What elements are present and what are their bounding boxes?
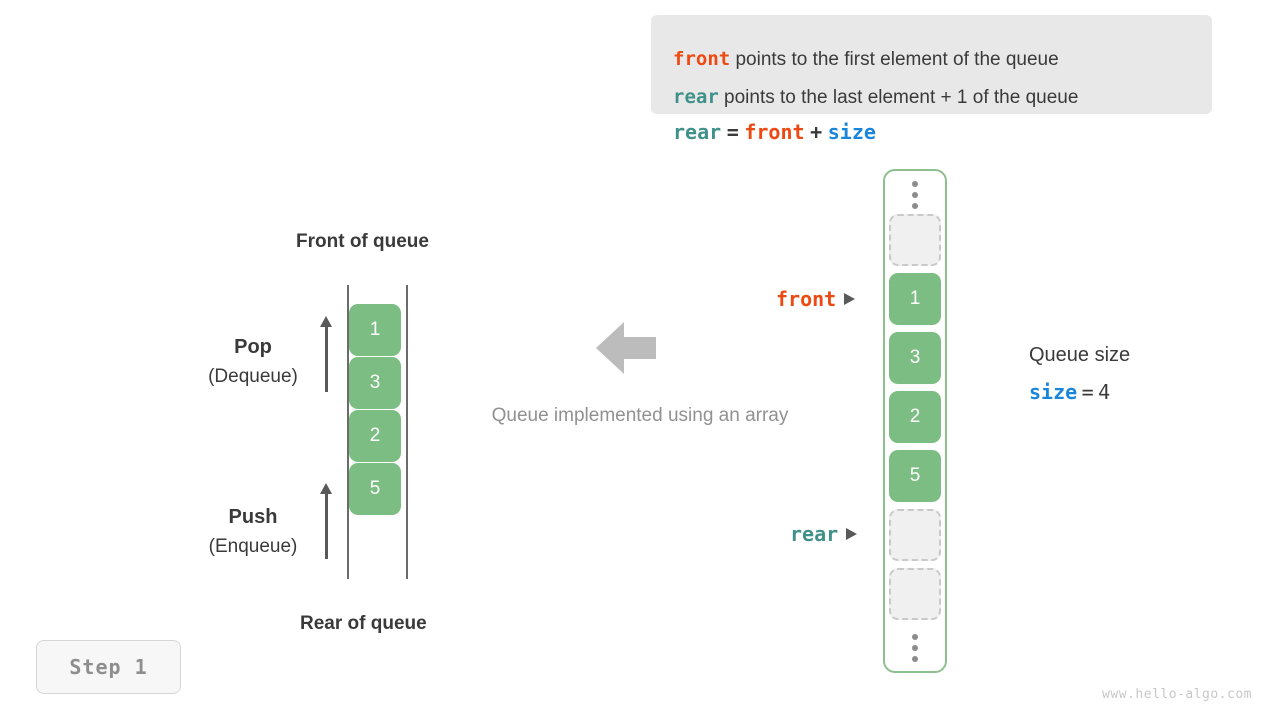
size-value: 4 [1098,380,1111,404]
front-of-queue-title: Front of queue [296,231,429,252]
array-cell-filled: 2 [889,391,941,443]
formula-front: front [744,120,805,144]
pop-arrow-up-icon [318,316,334,392]
array-cell-empty [889,568,941,620]
array-cell-filled: 1 [889,273,941,325]
front-pointer-label: front [776,287,837,311]
rear-of-queue-title: Rear of queue [300,613,427,634]
queue-size-title: Queue size [1029,344,1131,366]
queue-cell: 3 [349,357,401,409]
queue-cell: 1 [349,304,401,356]
array-cell-empty [889,509,941,561]
queue-size-expression: size = 4 [1029,382,1130,403]
vertical-ellipsis-icon [912,181,918,209]
pop-label-main: Pop [234,336,272,358]
tube-left-wall [347,285,349,579]
formula-plus: + [810,120,823,144]
note-line-rear: rear points to the last element + 1 of t… [673,86,1079,108]
front-keyword: front [673,48,731,70]
center-caption: Queue implemented using an array [491,405,789,426]
queue-size-note: Queue size size = 4 [1029,345,1130,403]
pointer-definition-box: front points to the first element of the… [651,15,1212,114]
rear-formula: rear = front + size [673,122,876,143]
watermark: www.hello-algo.com [1102,687,1252,702]
array-cell-filled: 3 [889,332,941,384]
push-label-sub: (Enqueue) [208,536,298,557]
array-cell-empty [889,214,941,266]
push-arrow-up-icon [318,483,334,559]
step-badge: Step 1 [36,640,181,694]
queue-cell: 5 [349,463,401,515]
queue-cell: 2 [349,410,401,462]
formula-size: size [827,120,876,144]
note-line-front: front points to the first element of the… [673,48,1059,70]
front-pointer: front [776,287,856,311]
push-label-main: Push [228,506,278,528]
pop-label-sub: (Dequeue) [208,366,298,387]
formula-rear: rear [673,120,722,144]
rear-keyword: rear [673,86,719,108]
rear-description: points to the last element + 1 of the qu… [724,87,1079,108]
array-container [883,169,947,673]
vertical-ellipsis-icon [912,634,918,662]
push-label: Push (Enqueue) [196,507,310,556]
size-equals: = [1081,380,1094,404]
size-keyword: size [1029,380,1078,404]
arrow-right-icon [844,293,856,305]
rear-pointer: rear [790,522,858,546]
arrow-right-icon [846,528,858,540]
rear-pointer-label: rear [790,522,839,546]
formula-equals: = [726,120,739,144]
pop-label: Pop (Dequeue) [196,337,310,386]
front-description: points to the first element of the queue [735,49,1059,70]
array-cell-filled: 5 [889,450,941,502]
tube-right-wall [406,285,408,579]
queue-tube-cells: 1 3 2 5 [349,304,401,516]
arrow-left-icon [596,322,656,374]
